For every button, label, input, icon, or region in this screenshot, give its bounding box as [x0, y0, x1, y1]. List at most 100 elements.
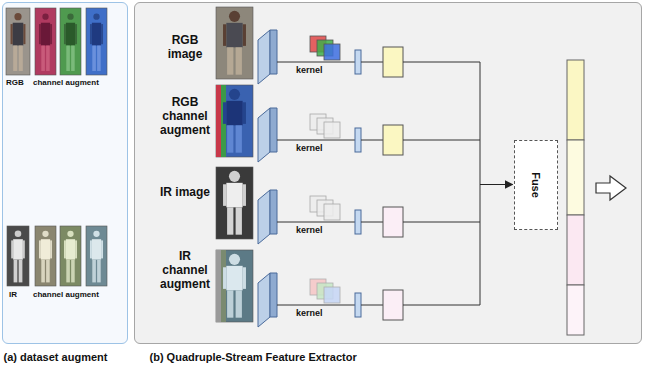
conv-block-face — [258, 273, 270, 327]
person-image — [216, 7, 253, 79]
feature-stream — [216, 250, 480, 327]
person-torso — [226, 23, 242, 47]
person-arm — [50, 240, 52, 258]
person-head — [15, 231, 22, 238]
kernel-square — [324, 287, 340, 303]
person-leg — [236, 290, 242, 317]
person-leg — [19, 46, 23, 71]
person-leg — [71, 46, 75, 71]
person-arm — [101, 240, 103, 258]
person-arm — [243, 24, 246, 46]
person-leg — [236, 125, 242, 152]
conv-block-face — [258, 190, 270, 244]
kernel-label: kernel — [296, 143, 323, 153]
feature-box — [383, 290, 403, 320]
extractor-panel: (b) Quadruple-Stream Feature ExtractorFu… — [134, 2, 642, 344]
person-torso — [226, 266, 242, 290]
person-leg — [236, 47, 242, 74]
stream-wire — [277, 305, 355, 306]
stream-label: RGB image — [158, 34, 212, 62]
person-arm — [243, 267, 246, 289]
person-image — [60, 8, 81, 75]
stream-label: RGB channel augment — [158, 96, 212, 137]
person-arm — [90, 240, 92, 258]
image-stripe — [216, 250, 221, 322]
person-leg — [46, 46, 50, 71]
person-image — [86, 8, 107, 75]
person-arm — [75, 24, 77, 44]
feature-bar — [355, 293, 361, 317]
stream-wire — [403, 62, 480, 63]
image-label: RGB — [6, 78, 24, 87]
image-ground — [7, 226, 29, 286]
conv-block-face — [258, 108, 270, 162]
person-torso — [41, 23, 50, 46]
person-head — [42, 231, 48, 237]
person-arm — [75, 240, 77, 258]
person-arm — [11, 240, 13, 258]
kernel-label: kernel — [296, 225, 323, 235]
stream-wire — [277, 140, 355, 141]
person-arm — [223, 24, 226, 46]
panel-grounds — [2, 2, 642, 344]
image-ground — [86, 8, 107, 75]
person-leg — [227, 125, 233, 152]
person-image — [86, 226, 107, 286]
extractor-streams — [216, 7, 626, 335]
person-head — [67, 14, 73, 20]
image-stripe — [221, 250, 226, 322]
kernel-label: kernel — [296, 65, 323, 75]
fused-segment — [567, 140, 584, 215]
person-head — [229, 254, 240, 265]
feature-bar — [355, 210, 361, 234]
person-arm — [223, 102, 226, 124]
person-image — [216, 250, 253, 322]
image-ground — [216, 250, 253, 322]
person-image — [216, 85, 253, 157]
person-leg — [92, 260, 96, 283]
image-ground — [60, 8, 81, 75]
image-stripe — [221, 85, 226, 157]
panel-caption: (a) dataset augment — [4, 351, 108, 363]
image-ground — [216, 85, 253, 157]
person-torso — [13, 239, 23, 259]
stream-wire — [361, 305, 383, 306]
person-leg — [227, 207, 233, 234]
person-arm — [23, 24, 25, 44]
person-arm — [64, 240, 66, 258]
image-ground — [216, 167, 253, 239]
merge-wire — [480, 62, 481, 305]
fuse-label: Fuse — [530, 172, 542, 198]
image-ground — [35, 8, 56, 75]
augment-thumbnails — [6, 8, 107, 286]
person-leg — [66, 46, 70, 71]
stream-wire — [403, 140, 480, 141]
person-arm — [243, 102, 246, 124]
stream-label: IR channel augment — [158, 250, 212, 291]
feature-stream — [216, 167, 480, 244]
person-image — [7, 226, 29, 286]
person-arm — [223, 184, 226, 206]
person-arm — [101, 24, 103, 44]
person-arm — [39, 24, 41, 44]
person-image — [60, 226, 81, 286]
person-leg — [41, 260, 45, 283]
person-leg — [97, 46, 101, 71]
person-leg — [227, 290, 233, 317]
fuse-input-arrow — [480, 184, 513, 185]
stream-wire — [277, 62, 355, 63]
conv-block-side — [270, 190, 277, 234]
image-label: channel augment — [33, 290, 99, 299]
feature-box — [383, 125, 403, 155]
person-torso — [66, 23, 75, 46]
image-stripe — [216, 85, 221, 157]
fuse-box: Fuse — [514, 140, 558, 230]
person-head — [14, 13, 21, 20]
person-image — [216, 167, 253, 239]
person-leg — [19, 260, 23, 283]
person-torso — [226, 101, 242, 125]
image-ground — [6, 8, 30, 75]
person-leg — [46, 260, 50, 283]
fused-segment — [567, 285, 584, 335]
